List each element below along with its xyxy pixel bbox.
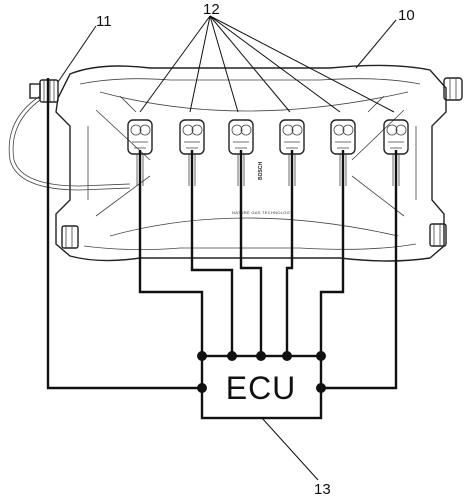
label-ecu-ref: 13 <box>314 481 331 498</box>
terminal-right <box>316 383 326 393</box>
reference-labels: 12 11 10 13 <box>57 1 415 498</box>
terminal-3 <box>256 351 266 361</box>
injector-row <box>127 119 409 186</box>
gas-rail-module: BOSCH NATURE GAS TECHNOLOGY <box>8 64 463 262</box>
injector-6-wire <box>321 150 398 390</box>
connection-points <box>197 351 326 393</box>
label-injectors: 12 <box>203 1 220 18</box>
injector-5-wire <box>319 150 345 356</box>
wiring-harness <box>46 78 398 390</box>
module-brand: BOSCH <box>258 162 264 180</box>
label-rail: 10 <box>398 7 415 24</box>
injector-3-wire <box>239 150 263 356</box>
ecu-box: ECU <box>200 354 323 420</box>
injector-4-wire <box>285 150 294 356</box>
terminal-1 <box>197 351 207 361</box>
terminal-2 <box>227 351 237 361</box>
terminal-left <box>197 383 207 393</box>
terminal-5 <box>316 351 326 361</box>
ecu-label: ECU <box>226 370 297 406</box>
module-tagline: NATURE GAS TECHNOLOGY <box>232 210 293 215</box>
terminal-4 <box>282 351 292 361</box>
injector-2-wire <box>190 150 234 356</box>
injector-1-wire <box>138 150 204 356</box>
label-sensor: 11 <box>96 13 112 30</box>
sensor-wire <box>46 78 202 390</box>
